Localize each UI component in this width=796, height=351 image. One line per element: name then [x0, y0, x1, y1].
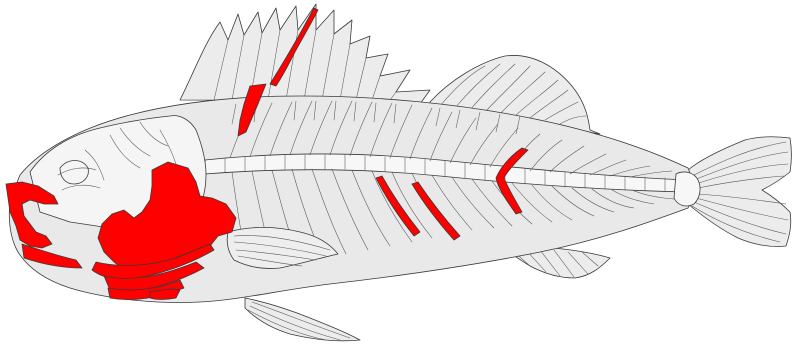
caudal-fin — [688, 137, 792, 247]
hypural-plate — [674, 172, 700, 206]
pelvic-fin — [245, 298, 360, 341]
spiny-dorsal-fin — [180, 4, 430, 104]
